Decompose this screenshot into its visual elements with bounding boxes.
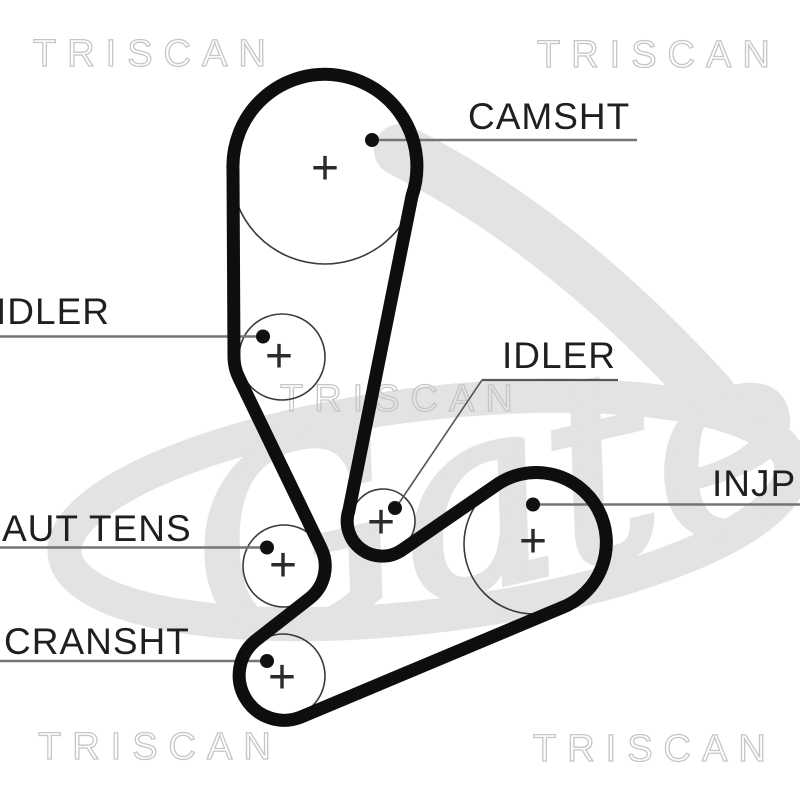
label-injection-pump: INJP [712,463,796,504]
center-cross-injection-pump: + [519,515,547,568]
gates-swash [374,124,736,421]
label-crankshaft: CRANSHT [4,621,190,662]
leader-dot-crankshaft [260,654,274,668]
leader-dot-injection-pump [526,497,540,512]
label-idler-right: IDLER [502,335,616,376]
leader-dot-camshaft [365,133,379,147]
label-tensioner: AUT TENS [2,508,192,549]
timing-belt-path [226,67,613,727]
triscan-watermark-bottom-left: TRISCAN [38,726,282,768]
gates-oval [47,378,800,642]
leader-dot-idler-right [388,501,402,515]
leader-dot-idler-left [256,329,270,344]
triscan-watermark-bottom-right: TRISCAN [533,728,777,770]
triscan-watermark-top-left: TRISCAN [33,33,277,75]
leader-diagonal-idler-right [396,379,483,507]
leader-dot-tensioner [260,540,274,555]
center-cross-idler-left: + [265,330,293,383]
label-camshaft: CAMSHT [468,96,630,137]
triscan-watermark-top-right: TRISCAN [537,34,781,76]
triscan-watermark-center: TRISCAN [280,378,524,420]
label-idler-left: IDLER [0,291,110,332]
center-cross-camshaft: + [311,142,339,195]
